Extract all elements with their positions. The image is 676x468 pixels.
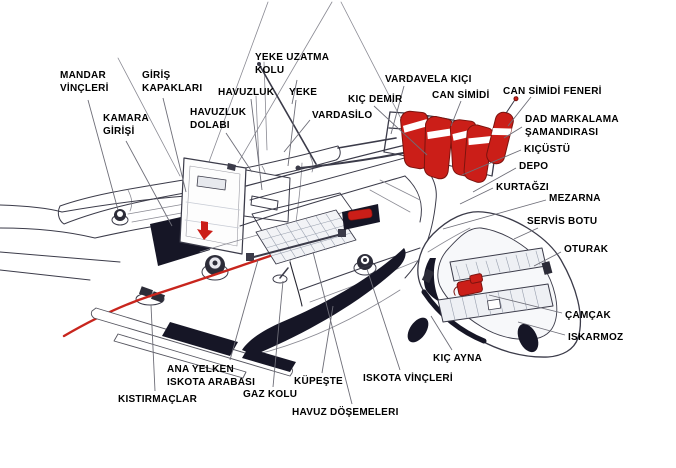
leader-camcak [488,294,563,314]
label-servis-botu: SERVİS BOTU [527,214,597,227]
leader-iskarmoz [517,321,566,336]
leader-dad-markalama-samandirasi [503,126,523,139]
tiller-extension [259,65,317,165]
tiller-grip [295,165,301,171]
side-deck-lines [0,204,121,281]
label-kistirmacllar: KISTIRMAÇLAR [118,394,198,405]
label-kic-demir: KIÇ DEMİR [348,92,403,105]
dinghy-transom [437,283,554,323]
label-vardasilo: VARDASİLO [312,108,372,121]
dark-rope [289,261,303,307]
leader-havuz-dosemeleri [312,251,353,405]
leader-depo [472,167,517,193]
hatch-arrow-icon [197,221,213,240]
oarlock-left [421,268,435,284]
deck-port-dark-2 [242,348,296,372]
leader-gaz-kolu [272,280,284,388]
hull-bottom-line [253,289,401,356]
label-kic-ayna: KIÇ AYNA [433,353,482,364]
label-kicustu: KIÇÜSTÜ [524,142,570,155]
label-iskarmoz: ISKARMOZ [568,332,623,343]
leader-yeke-uzatma-kolu [291,79,298,105]
bailer [453,273,483,297]
rigging-lines [117,1,413,177]
label-havuz-dosemeleri: HAVUZ DÖŞEMELERI [292,405,399,418]
cockpit-locker-panel [243,169,291,223]
dinghy-cone-right [517,323,539,353]
boom [337,137,397,149]
red-sheet-rope [62,254,272,338]
leader-kistirmacllar [150,304,156,392]
leader-kic-demir [373,105,428,156]
label-vardavela-kici: VARDAVELA KIÇI [385,74,472,85]
label-gaz-kolu: GAZ KOLU [243,389,297,400]
leader-havuzluk [250,98,263,191]
leader-mezarna [442,199,547,230]
leader-oturak [533,251,562,267]
label-iskota-vincleri: ISKOTA VİNÇLERİ [363,371,453,384]
washboard-panel [179,157,247,255]
leader-kamara-girisi [125,140,173,227]
label-can-simidi-feneri: CAN SİMİDİ FENERİ [503,84,602,97]
painter-line [427,227,471,253]
oarlock-right [541,261,553,275]
label-yeke: YEKE [289,87,317,98]
label-depo: DEPO [519,161,548,172]
label-kupeste: KÜPEŞTE [294,374,343,387]
deck-port-dark-1 [162,322,238,356]
label-mezarna: MEZARNA [549,193,601,204]
halyard-winch [111,209,129,226]
dinghy-bow-shadow [423,258,440,302]
leader-can-simidi-feneri [507,96,532,127]
leader-servis-botu [513,227,539,240]
leader-giris-kapaklari [162,97,187,193]
dinghy-illustration [407,211,582,358]
port-sheet-winch [201,255,229,281]
leader-havuzluk-dolabi [225,132,253,173]
leader-kic-ayna [430,315,453,351]
label-can-simidi: CAN SİMİDİ [432,88,490,101]
label-oturak: OTURAK [564,244,609,255]
label-havuzluk: HAVUZLUK [218,87,275,98]
label-kurtagzi: KURTAĞZI [496,180,549,193]
stern-recess-red-handle [342,204,380,230]
leader-yeke [287,99,297,167]
hull-stripe [242,248,406,355]
dan-buoy [486,96,519,165]
mainsheet-traveller [246,229,346,261]
leader-kurtagzi [459,187,494,205]
leader-ana-yelken-iskota-arabasi [229,259,259,361]
dinghy-underside-shadow [421,289,487,344]
yacht-illustration [0,1,501,379]
leader-kupeste [321,305,334,374]
leader-vardavela-kici [390,85,405,135]
leader-vardasilo [283,119,311,153]
leader-mandar-vincleri [87,99,119,211]
leader-kicustu [461,149,522,176]
label-camcak: ÇAMÇAK [565,310,611,321]
dinghy-cone-left [407,317,429,343]
leader-iskota-vincleri [366,268,401,371]
leader-can-simidi [450,100,462,127]
lifejackets [400,110,494,183]
throttle-lever [272,267,289,284]
tiller-extension-knob [257,62,261,66]
leader-lines [87,79,566,405]
